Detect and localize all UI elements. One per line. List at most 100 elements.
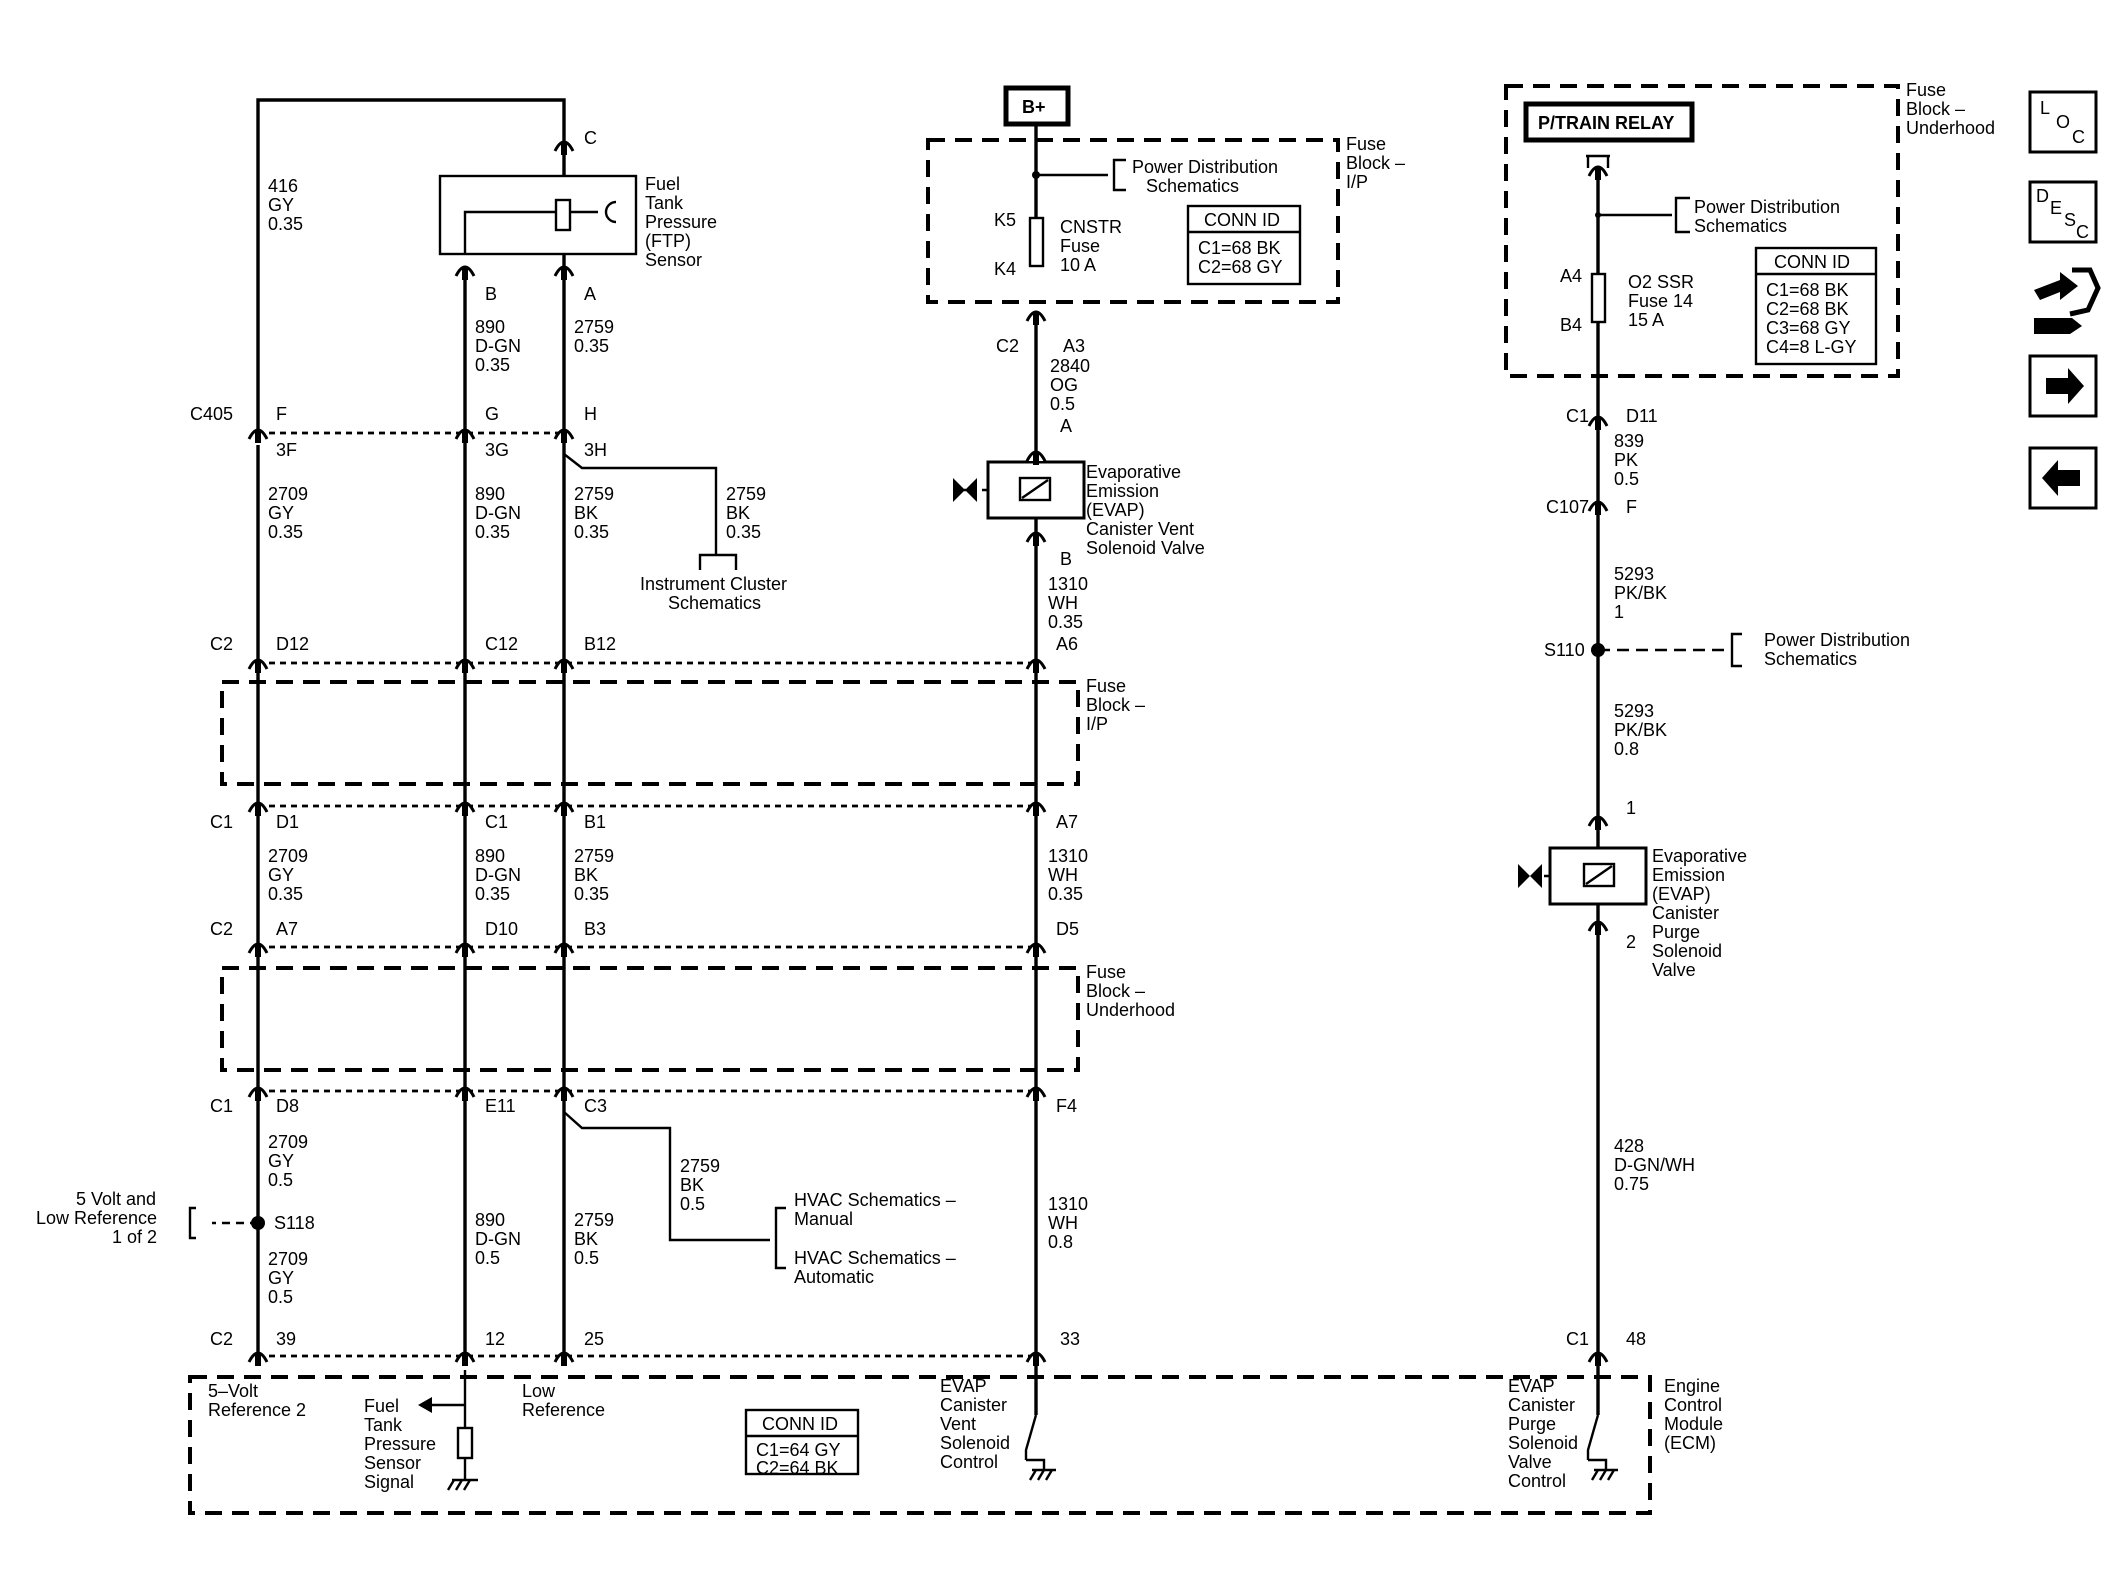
prev-arrow-button[interactable]: [2028, 446, 2098, 510]
connector-row-c2-top: C2 D12 C12 B12 A6: [210, 634, 1078, 665]
connector-pin: [462, 1089, 468, 1101]
desc-button[interactable]: D E S C: [2028, 180, 2098, 244]
connector-pin: [1595, 923, 1601, 935]
wire-2759e-1: BK: [574, 1229, 598, 1249]
bplus-label: B+: [1022, 97, 1046, 117]
ecm-purge-2: Purge: [1508, 1414, 1556, 1434]
fuse-ip-power-1: Schematics: [1146, 176, 1239, 196]
row-c1-mid-pin-3: A7: [1056, 812, 1078, 832]
row-c1-low-pin-0: D8: [276, 1096, 299, 1116]
ecm-module: 5–Volt Reference 2 Fuel Tank Pressure Se…: [188, 1329, 1723, 1515]
desc-letter-d: D: [2036, 186, 2049, 206]
fuse-uh-top-2: Underhood: [1906, 118, 1995, 138]
ecm-vent-1: Canister: [940, 1395, 1007, 1415]
row-c1-mid-pin-2: B1: [584, 812, 606, 832]
fuse-ip-fuse-2: 10 A: [1060, 255, 1096, 275]
evap-purge-solenoid: 1 2 Evaporative Emission (EVAP) Canister…: [1518, 798, 1747, 980]
wire-2759b-0: 2759: [574, 484, 614, 504]
fuse-uh-mid-2: Underhood: [1086, 1000, 1175, 1020]
connector-tool-icon[interactable]: [2034, 267, 2101, 334]
fuse-ip-conn-0: C1=68 BK: [1198, 238, 1281, 258]
ecm-name-0: Engine: [1664, 1376, 1720, 1396]
c405-sub-3g: 3G: [485, 440, 509, 460]
wire-2759d-2: 0.35: [574, 884, 609, 904]
ecm-ftp-signal-2: Pressure: [364, 1434, 436, 1454]
row-c1-mid-label: C1: [210, 812, 233, 832]
wire-890c-1: D-GN: [475, 865, 521, 885]
evap-vent-pin-b: B: [1060, 549, 1072, 569]
fuse-uh-mid-0: Fuse: [1086, 962, 1126, 982]
fuse-uh-conn-3: C4=8 L-GY: [1766, 337, 1857, 357]
ref5v-2: 1 of 2: [112, 1227, 157, 1247]
right-arrow-icon: [2046, 368, 2084, 404]
ecm-ftp-signal-0: Fuel: [364, 1396, 399, 1416]
wire-2709a-0: 2709: [268, 484, 308, 504]
ecm-ref2-1: Reference 2: [208, 1400, 306, 1420]
connector-pin: [462, 268, 468, 280]
hvac-auto-1: Automatic: [794, 1267, 874, 1287]
fuse-block-ip-mid: [220, 680, 1080, 786]
wire-890b-2: 0.35: [475, 522, 510, 542]
wire-428-0: 428: [1614, 1136, 1644, 1156]
ecm-ftp-signal-3: Sensor: [364, 1453, 421, 1473]
desc-letter-s: S: [2064, 210, 2076, 230]
loc-button[interactable]: L O C: [2028, 90, 2098, 154]
wire-2759b-1: BK: [574, 503, 598, 523]
ftp-sensor: Fuel Tank Pressure (FTP) Sensor C B A: [438, 128, 717, 304]
fuse-ip-top-2: I/P: [1346, 172, 1368, 192]
c107-pin: F: [1626, 497, 1637, 517]
hvac-auto-0: HVAC Schematics –: [794, 1248, 956, 1268]
wire-1310b-2: 0.35: [1048, 884, 1083, 904]
wire-2759f-2: 0.5: [680, 1194, 705, 1214]
wire-1310c-2: 0.8: [1048, 1232, 1073, 1252]
evap-vent-name-4: Solenoid Valve: [1086, 538, 1205, 558]
ref5v-0: 5 Volt and: [76, 1189, 156, 1209]
wire-1310a-0: 1310: [1048, 574, 1088, 594]
s110-label: S110: [1544, 640, 1585, 660]
bplus-source: B+: [1003, 85, 1071, 148]
connector-pin: [1595, 818, 1601, 830]
wire-890a-0: 890: [475, 317, 505, 337]
next-arrow-button[interactable]: [2028, 354, 2098, 418]
wire-2759c-2: 0.35: [726, 522, 761, 542]
row-c1-low-pin-1: E11: [485, 1096, 516, 1116]
wire-2759d-0: 2759: [574, 846, 614, 866]
wire-1310b-1: WH: [1048, 865, 1078, 885]
connector-row-c2-ecm: C2 39 12 25 33: [210, 1329, 1080, 1358]
c405-pin-h: H: [584, 404, 597, 424]
ecm-purge-1: Canister: [1508, 1395, 1575, 1415]
fuse-uh-conn-1: C2=68 BK: [1766, 299, 1849, 319]
connector-pin: [561, 661, 567, 673]
ecm-name-2: Module: [1664, 1414, 1723, 1434]
ecm-ftp-signal-4: Signal: [364, 1472, 414, 1492]
instrument-cluster-1: Schematics: [668, 593, 761, 613]
connector-pin: [1595, 418, 1601, 430]
wire-5293a-0: 5293: [1614, 564, 1654, 584]
loc-letter-o: O: [2056, 112, 2070, 132]
evap-purge-name-4: Purge: [1652, 922, 1700, 942]
wire-2759c-1: BK: [726, 503, 750, 523]
row-c2-ecm-pin-0: 39: [276, 1329, 296, 1349]
wire-890b-0: 890: [475, 484, 505, 504]
connector-pin: [1033, 313, 1039, 325]
wire-839-2: 0.5: [1614, 469, 1639, 489]
connector-pin: [462, 1354, 468, 1366]
row-c2-top-pin-1: C12: [485, 634, 518, 654]
evap-purge-name-1: Emission: [1652, 865, 1725, 885]
wire-2709b-1: GY: [268, 865, 294, 885]
row-c2-top-pin-3: A6: [1056, 634, 1078, 654]
ecm-vent-3: Solenoid: [940, 1433, 1010, 1453]
wire-839-1: PK: [1614, 450, 1638, 470]
evap-vent-name-2: (EVAP): [1086, 500, 1145, 520]
wire-890c-0: 890: [475, 846, 505, 866]
ecm-pin-48: 48: [1626, 1329, 1646, 1349]
wire-890d-0: 890: [475, 1210, 505, 1230]
evap-purge-pin-2: 2: [1626, 932, 1636, 952]
wire-890b-1: D-GN: [475, 503, 521, 523]
wire-890a-2: 0.35: [475, 355, 510, 375]
c1-d11-c: C1: [1566, 406, 1589, 426]
connector-pin: [462, 804, 468, 816]
fuse-uh-a4: A4: [1560, 266, 1582, 286]
ftp-sensor-name-3: (FTP): [645, 231, 691, 251]
